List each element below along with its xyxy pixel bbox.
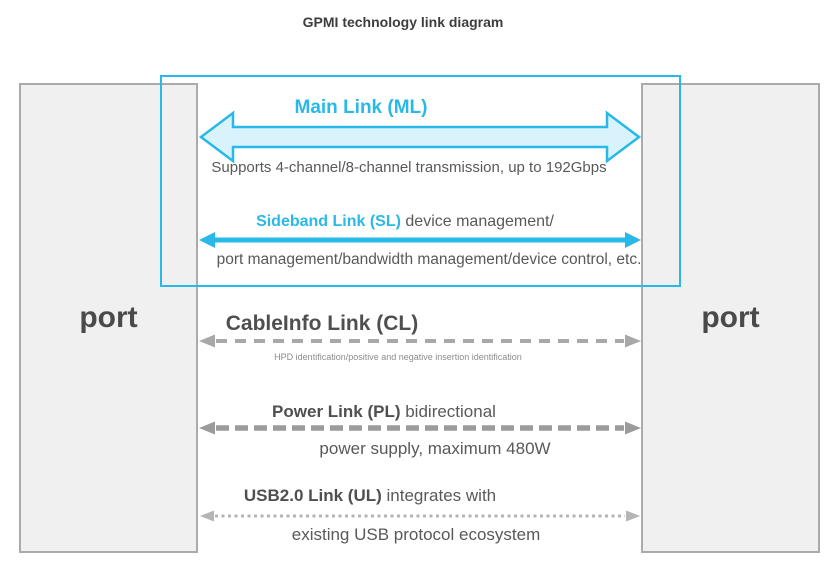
usb-link-inline-text: integrates with: [381, 486, 497, 505]
sideband-link-description: port management/bandwidth management/dev…: [216, 251, 642, 268]
usb-link-label: USB2.0 Link (UL): [243, 486, 382, 505]
usb-link-label-line: USB2.0 Link (UL) integrates with: [244, 486, 496, 506]
sideband-link-arrow-icon: [199, 232, 641, 248]
diagram-title: GPMI technology link diagram: [302, 14, 504, 30]
power-link-description: power supply, maximum 480W: [319, 439, 551, 458]
cableinfo-link-arrow-icon: [199, 334, 641, 348]
main-link-arrow-icon: [199, 110, 641, 164]
sideband-link-inline-text: device management/: [400, 213, 554, 230]
port-label-right: port: [701, 301, 760, 334]
sideband-link-label: Sideband Link (SL): [256, 213, 401, 230]
highlight-frame: [160, 75, 681, 287]
cableinfo-link-label: CableInfo Link (CL): [225, 312, 419, 335]
power-link-label-line: Power Link (PL) bidirectional: [272, 402, 496, 422]
port-box-left: port: [19, 83, 198, 553]
cableinfo-link-description: HPD identification/positive and negative…: [274, 352, 522, 362]
power-link-arrow-icon: [199, 421, 641, 435]
main-link-description: Supports 4-channel/8-channel transmissio…: [211, 159, 607, 176]
main-link-label: Main Link (ML): [294, 97, 428, 118]
power-link-inline-text: bidirectional: [400, 402, 496, 421]
port-label-left: port: [79, 301, 138, 334]
usb-link-arrow-icon: [200, 510, 640, 522]
usb-link-description: existing USB protocol ecosystem: [291, 525, 541, 544]
sideband-link-label-line: Sideband Link (SL) device management/: [256, 212, 554, 231]
power-link-label: Power Link (PL): [272, 402, 401, 421]
port-box-right: port: [641, 83, 820, 553]
